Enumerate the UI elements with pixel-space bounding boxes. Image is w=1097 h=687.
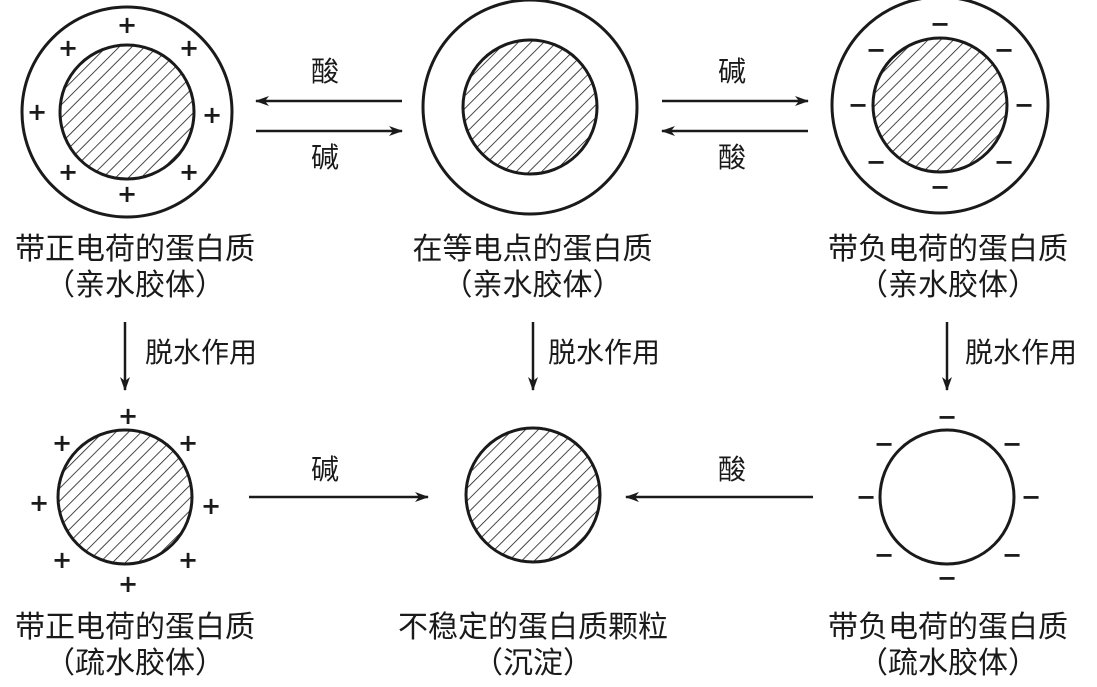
- caption-line: （亲水胶体）: [45, 268, 225, 303]
- arrow-label-acid: 酸: [718, 141, 747, 174]
- positive-charges: + + + + + + + +: [27, 11, 222, 208]
- caption-isoelectric-hydrophilic: 在等电点的蛋白质 （亲水胶体）: [395, 232, 670, 304]
- caption-line: （疏水胶体）: [858, 646, 1038, 681]
- charge-symbol: −: [937, 403, 957, 431]
- negative-charges: − − − − − − − −: [848, 10, 1034, 201]
- charge-symbol: −: [930, 10, 950, 38]
- charge-symbol: −: [1021, 483, 1041, 511]
- arrow-label-dehydration: 脱水作用: [145, 336, 258, 369]
- charge-symbol: +: [52, 429, 72, 457]
- arrow-label-dehydration: 脱水作用: [965, 336, 1078, 369]
- charge-symbol: −: [856, 483, 876, 511]
- charge-symbol: +: [52, 546, 72, 574]
- arrow-label-acid: 酸: [311, 55, 340, 88]
- protein-unstable-particle: [464, 426, 602, 564]
- charge-symbol: −: [994, 36, 1014, 64]
- charge-symbol: −: [1002, 541, 1022, 569]
- charge-symbol: +: [117, 180, 137, 208]
- charge-symbol: +: [179, 34, 199, 62]
- caption-line: （亲水胶体）: [858, 268, 1038, 303]
- charge-symbol: +: [201, 492, 221, 520]
- caption-line: （疏水胶体）: [45, 646, 225, 681]
- charge-symbol: −: [848, 91, 868, 119]
- arrow-label-base: 碱: [311, 453, 340, 486]
- caption-positive-hydrophobic: 带正电荷的蛋白质 （疏水胶体）: [0, 610, 270, 682]
- caption-negative-hydrophilic: 带负电荷的蛋白质 （亲水胶体）: [808, 232, 1088, 304]
- charge-symbol: +: [29, 489, 49, 517]
- charge-symbol: +: [117, 11, 137, 39]
- arrow-label-acid: 酸: [718, 453, 747, 486]
- caption-unstable-precipitate: 不稳定的蛋白质颗粒 （沉淀）: [378, 610, 688, 682]
- charge-symbol: +: [58, 34, 78, 62]
- arrow-label-dehydration: 脱水作用: [548, 336, 661, 369]
- charge-symbol: −: [1014, 91, 1034, 119]
- negative-charges: − − − − − − − −: [856, 403, 1041, 592]
- charge-symbol: −: [874, 541, 894, 569]
- charge-symbol: +: [58, 158, 78, 186]
- caption-negative-hydrophobic: 带负电荷的蛋白质 （疏水胶体）: [808, 610, 1088, 682]
- caption-line: 在等电点的蛋白质: [412, 232, 653, 267]
- caption-line: （亲水胶体）: [442, 268, 623, 303]
- charge-symbol: +: [118, 570, 138, 598]
- charge-symbol: +: [202, 101, 222, 129]
- arrow-label-base: 碱: [311, 141, 340, 174]
- charge-symbol: −: [1002, 430, 1022, 458]
- charge-symbol: +: [27, 98, 47, 126]
- charge-symbol: −: [874, 430, 894, 458]
- charge-symbol: +: [178, 546, 198, 574]
- protein-negative-hydrophilic: − − − − − − − −: [830, 0, 1050, 215]
- charge-symbol: −: [994, 148, 1014, 176]
- charge-symbol: −: [930, 173, 950, 201]
- charge-symbol: +: [178, 429, 198, 457]
- caption-line: 带负电荷的蛋白质: [828, 232, 1068, 267]
- charge-symbol: −: [866, 36, 886, 64]
- caption-line: 带负电荷的蛋白质: [828, 610, 1068, 645]
- protein-positive-hydrophobic: + + + + + + + +: [29, 402, 221, 598]
- caption-positive-hydrophilic: 带正电荷的蛋白质 （亲水胶体）: [0, 232, 270, 304]
- protein-negative-hydrophobic: − − − − − − − −: [856, 403, 1041, 592]
- charge-symbol: −: [866, 148, 886, 176]
- charge-symbol: +: [179, 158, 199, 186]
- caption-line: 带正电荷的蛋白质: [15, 232, 255, 267]
- positive-charges: + + + + + + + +: [29, 402, 221, 598]
- protein-isoelectric-hydrophilic: [421, 0, 639, 216]
- charge-symbol: +: [118, 402, 138, 430]
- caption-line: 不稳定的蛋白质颗粒: [398, 610, 668, 645]
- arrow-label-base: 碱: [718, 55, 747, 88]
- caption-line: （沉淀）: [473, 646, 593, 681]
- protein-positive-hydrophilic: + + + + + + + +: [20, 5, 234, 219]
- charge-symbol: −: [937, 564, 957, 592]
- caption-line: 带正电荷的蛋白质: [15, 610, 255, 645]
